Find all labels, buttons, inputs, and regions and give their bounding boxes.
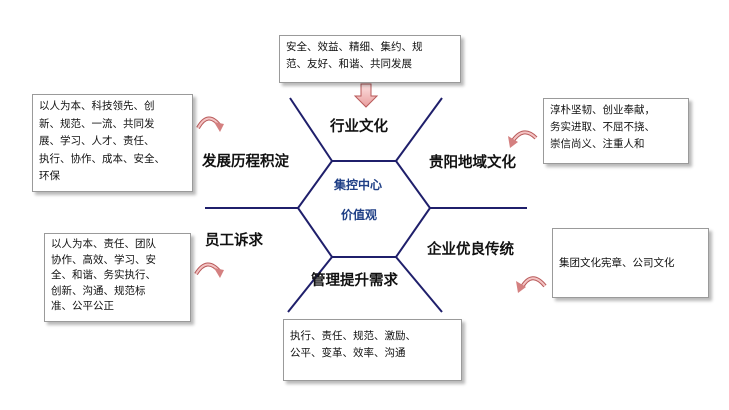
spoke-bottom-left — [287, 256, 333, 313]
region-label: 贵阳地域文化 — [429, 155, 516, 171]
spoke-bottom-right — [395, 256, 443, 313]
curved-arrow-icon — [516, 276, 547, 293]
curved-arrow-icon — [196, 116, 224, 132]
management-description-box: 执行、责任、规范、激励、 公平、变革、效率、沟通 — [283, 319, 462, 381]
curved-arrow-icon — [508, 130, 538, 148]
down-arrow-icon — [353, 83, 379, 108]
center-title: 集控中心 — [334, 178, 383, 192]
industry-label: 行业文化 — [330, 119, 388, 135]
industry-description-box: 安全、效益、精细、集约、规 范、友好、和谐、共同发展 — [279, 35, 461, 83]
center-subtitle: 价值观 — [341, 208, 378, 222]
employee-description-box: 以人为本、责任、团队 协作、高效、学习、安 全、和谐、务实执行、 创新、沟通、规… — [44, 233, 191, 322]
spoke-top-left — [289, 97, 333, 162]
region-description-box: 淳朴坚韧、创业奉献， 务实进取、不屈不挠、 崇信尚义、注重人和 — [543, 98, 689, 164]
history-description-box: 以人为本、科技领先、创 新、规范、一流、共同发 展、学习、人才、责任、 执行、协… — [32, 94, 193, 192]
management-label: 管理提升需求 — [311, 273, 398, 289]
history-label: 发展历程积淀 — [202, 154, 289, 170]
employee-label: 员工诉求 — [205, 233, 263, 249]
spoke-top-right — [395, 97, 443, 162]
tradition-description-box: 集团文化宪章、公司文化 — [552, 228, 709, 298]
tradition-label: 企业优良传统 — [427, 242, 514, 258]
curved-arrow-icon — [194, 262, 224, 278]
